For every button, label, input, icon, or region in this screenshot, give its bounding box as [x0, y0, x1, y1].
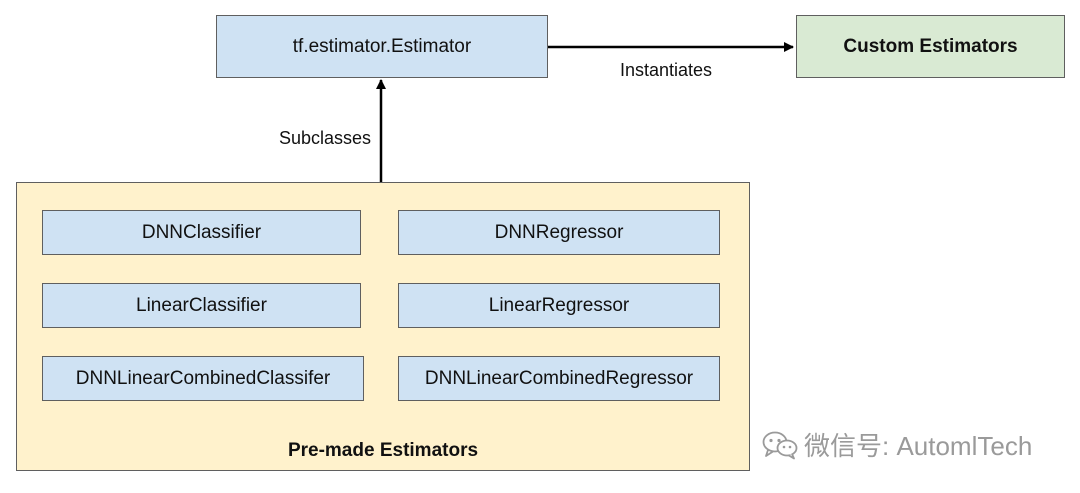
- premade-item-label: LinearRegressor: [488, 294, 630, 316]
- premade-item-dnnclassifier: DNNClassifier: [42, 210, 361, 255]
- premade-group-title: Pre-made Estimators: [287, 440, 479, 461]
- premade-item-linearclassifier: LinearClassifier: [42, 283, 361, 328]
- watermark: 微信号: AutomlTech: [762, 426, 1032, 463]
- premade-item-label: DNNLinearCombinedRegressor: [424, 367, 694, 389]
- premade-item-dnnregressor: DNNRegressor: [398, 210, 720, 255]
- premade-item-label: DNNRegressor: [494, 221, 624, 243]
- premade-item-dnnlinearcombinedclassifer: DNNLinearCombinedClassifer: [42, 356, 364, 401]
- watermark-text: 微信号: AutomlTech: [804, 431, 1033, 461]
- wechat-icon: [762, 431, 798, 459]
- premade-item-label: DNNLinearCombinedClassifer: [75, 367, 331, 389]
- subclasses-label: Subclasses: [279, 128, 372, 148]
- estimator-node: tf.estimator.Estimator: [216, 15, 548, 78]
- custom-estimators-node: Custom Estimators: [796, 15, 1065, 78]
- premade-item-linearregressor: LinearRegressor: [398, 283, 720, 328]
- instantiates-label: Instantiates: [620, 60, 713, 80]
- custom-estimators-label: Custom Estimators: [843, 35, 1018, 57]
- premade-item-label: LinearClassifier: [136, 294, 267, 316]
- estimator-node-label: tf.estimator.Estimator: [292, 35, 472, 57]
- premade-item-dnnlinearcombinedregressor: DNNLinearCombinedRegressor: [398, 356, 720, 401]
- premade-item-label: DNNClassifier: [141, 221, 262, 243]
